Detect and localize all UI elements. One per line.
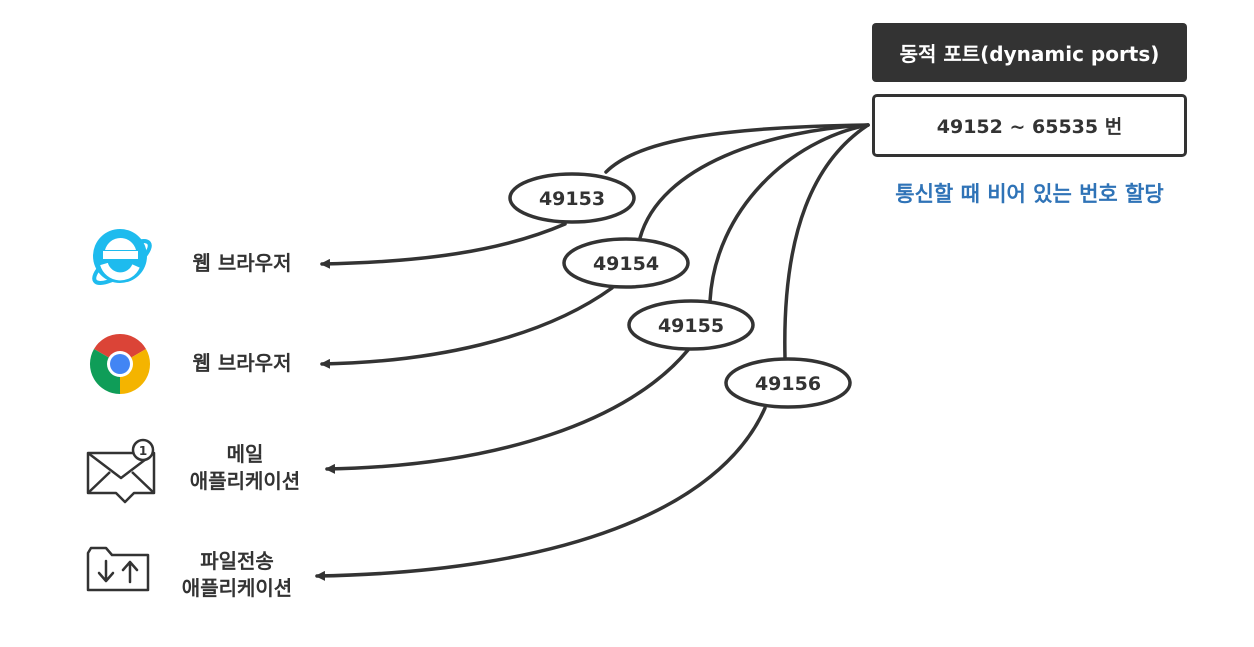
port-label-2: 49154: [593, 253, 659, 275]
connection-line-2-upper: [638, 123, 870, 240]
internet-explorer-icon: [92, 229, 152, 285]
file-transfer-icon: [86, 546, 150, 592]
port-bubble-2: 49154: [562, 237, 690, 289]
chrome-icon: [89, 334, 151, 394]
app-label-line: 웹 브라우저: [192, 251, 292, 275]
app-label-line: 파일전송: [200, 549, 274, 573]
port-range-box: 49152 ~ 65535 번: [872, 94, 1187, 157]
app-label-mail: 메일 애플리케이션: [160, 441, 330, 495]
app-label-line: 애플리케이션: [189, 469, 301, 493]
app-label-line: 메일: [226, 442, 264, 466]
connection-line-4-upper: [783, 123, 870, 360]
port-bubble-1: 49153: [508, 172, 636, 224]
connection-line-3-lower: [325, 348, 690, 474]
app-label-web-browser-chrome: 웹 브라우저: [172, 350, 312, 377]
port-label-1: 49153: [539, 188, 605, 210]
app-label-file-transfer: 파일전송 애플리케이션: [152, 548, 322, 602]
connection-line-1-upper: [604, 123, 870, 174]
allocation-caption: 통신할 때 비어 있는 번호 할당: [895, 182, 1164, 206]
app-label-line: 애플리케이션: [181, 576, 293, 600]
connection-line-4-lower: [315, 406, 767, 581]
port-bubble-4: 49156: [724, 357, 852, 409]
dynamic-ports-title: 동적 포트(dynamic ports): [872, 23, 1187, 82]
port-bubble-3: 49155: [627, 299, 755, 351]
app-label-line: 웹 브라우저: [192, 351, 292, 375]
connection-line-3-upper: [708, 123, 870, 303]
mail-icon: [86, 438, 156, 504]
port-label-3: 49155: [658, 315, 724, 337]
connection-line-1-lower: [320, 222, 567, 269]
port-label-4: 49156: [755, 373, 821, 395]
mail-badge-count: 1: [139, 444, 147, 458]
app-label-web-browser-ie: 웹 브라우저: [172, 250, 312, 277]
connection-line-2-lower: [320, 286, 614, 369]
